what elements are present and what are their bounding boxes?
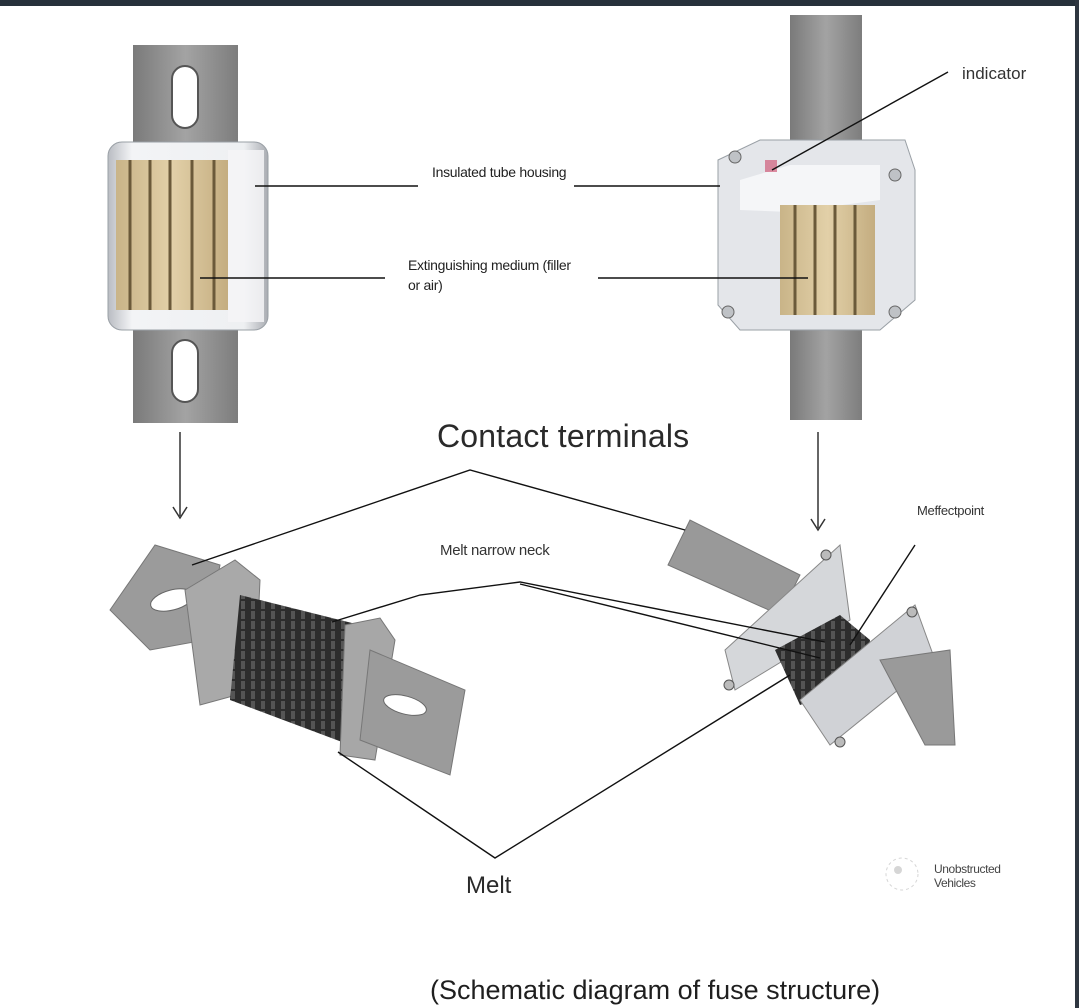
upper-end-plate [724, 543, 851, 691]
label-indicator: indicator [962, 64, 1027, 83]
label-melt: Melt [466, 872, 512, 899]
diagram-caption: (Schematic diagram of fuse structure) [430, 975, 881, 1005]
right-edge-bar [1075, 0, 1079, 1008]
terminal-slot-bottom [171, 339, 199, 403]
watermark-logo [885, 857, 919, 891]
indicator-window [765, 160, 777, 172]
label-meffectpoint: Meffectpoint [917, 503, 984, 518]
melt-element-strips [230, 595, 360, 745]
lower-terminal-arm [879, 649, 956, 746]
label-melt-narrow-neck: Melt narrow neck [440, 542, 550, 559]
fuse-left-top [107, 45, 269, 423]
leader-lines [191, 71, 949, 859]
terminal-slot-top [171, 65, 199, 129]
label-extinguishing-medium: Extinguishing medium (filler or air) [408, 257, 571, 293]
label-insulated-tube-housing: Insulated tube housing [432, 164, 567, 180]
upper-terminal-arm [667, 519, 801, 616]
down-arrows [172, 432, 826, 532]
top-window-bar [0, 0, 1079, 6]
watermark-text: Unobstructed Vehicles [934, 862, 1001, 890]
label-contact-terminals: Contact terminals [437, 418, 690, 454]
melt-left-exposed [109, 544, 466, 776]
fuse-right-top [717, 15, 916, 420]
left-top-filler [116, 160, 228, 310]
melt-right-exposed [667, 519, 956, 748]
